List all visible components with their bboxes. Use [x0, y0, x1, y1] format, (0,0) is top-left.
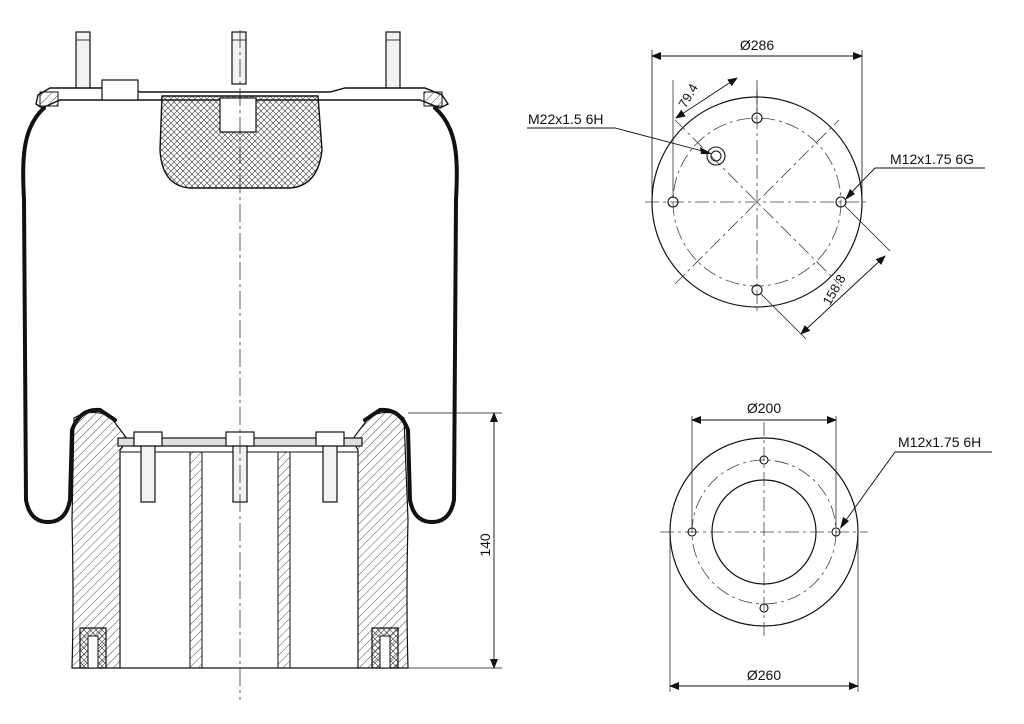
- height-dimension: [408, 412, 502, 669]
- piston-bolt-left: [133, 431, 163, 503]
- bump-stop: [159, 95, 323, 189]
- base-bolt-circle-label: Ø200: [747, 400, 781, 416]
- top-stud-right: [385, 31, 401, 93]
- air-inlet-thread-label: M22x1.5 6H: [528, 111, 603, 127]
- base-diameter-label: Ø260: [747, 667, 781, 683]
- piston-rib-left: [189, 451, 203, 669]
- top-stud-hole-bottom: [751, 284, 763, 296]
- top-plate-view: [527, 50, 985, 340]
- piston-left-wall: [71, 411, 129, 669]
- height-dimension-label: 140: [477, 533, 493, 557]
- air-spring-section-view: [21, 30, 502, 700]
- air-inlet-leader: [527, 127, 711, 154]
- top-stud-hole-right: [835, 196, 847, 208]
- piston-rib-right: [277, 451, 291, 669]
- piston-base-view: [660, 416, 992, 692]
- top-bead-right: [423, 91, 443, 107]
- top-offset-label: 79.4: [675, 81, 701, 110]
- base-insert-right: [371, 627, 399, 669]
- base-insert-left: [79, 627, 107, 669]
- top-diameter-label: Ø286: [740, 37, 774, 53]
- bump-stop-insert: [219, 97, 257, 133]
- top-bead-left: [39, 91, 59, 107]
- air-inlet-fitting: [101, 79, 139, 101]
- base-thread-leader: [840, 451, 992, 528]
- piston-bolt-right: [315, 431, 345, 503]
- base-thread-label: M12x1.75 6H: [898, 434, 981, 450]
- base-bolt-hole-top: [759, 455, 769, 465]
- top-spacing-dimension: [800, 255, 886, 335]
- piston-right-wall: [351, 411, 409, 669]
- stud-thread-leader: [845, 167, 985, 199]
- air-inlet-hole: [706, 146, 726, 166]
- top-stud-left: [75, 31, 91, 93]
- stud-thread-label: M12x1.75 6G: [890, 151, 974, 167]
- top-stud-center: [231, 31, 247, 85]
- top-spacing-label: 158.8: [819, 272, 848, 308]
- base-bolt-hole-bottom: [759, 603, 769, 613]
- top-offset-dimension: [675, 77, 738, 119]
